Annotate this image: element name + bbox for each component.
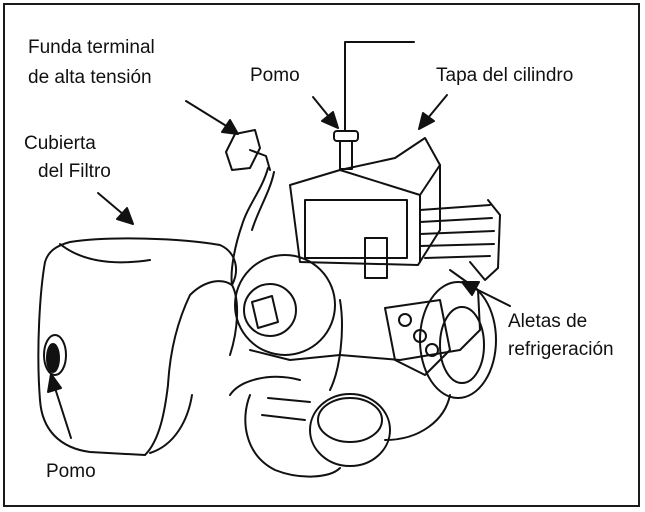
engine-body — [229, 137, 501, 478]
spark-plug-boot — [225, 129, 275, 286]
label-cooling-fins-line1: Aletas de — [508, 311, 588, 332]
label-filter-cover-line1: Cubierta — [24, 133, 96, 154]
label-knob-top: Pomo — [250, 65, 300, 86]
diagram-frame — [3, 3, 640, 507]
label-filter-cover-line2: del Filtro — [38, 161, 111, 182]
pointer-rod — [344, 41, 415, 131]
filter-cover — [37, 237, 239, 456]
top-knob — [333, 130, 359, 170]
arrow-cylinder-cover — [418, 94, 448, 130]
label-boot-line2: de alta tensión — [28, 67, 152, 88]
arrow-boot — [185, 100, 239, 135]
arrow-knob-bottom — [47, 373, 72, 439]
arrow-knob-top — [312, 96, 339, 129]
arrow-filter-cover — [97, 192, 134, 225]
label-boot-line1: Funda terminal — [28, 37, 155, 58]
label-cylinder-cover: Tapa del cilindro — [436, 65, 574, 86]
label-cooling-fins-line2: refrigeración — [508, 339, 614, 360]
label-knob-bottom: Pomo — [46, 461, 96, 482]
